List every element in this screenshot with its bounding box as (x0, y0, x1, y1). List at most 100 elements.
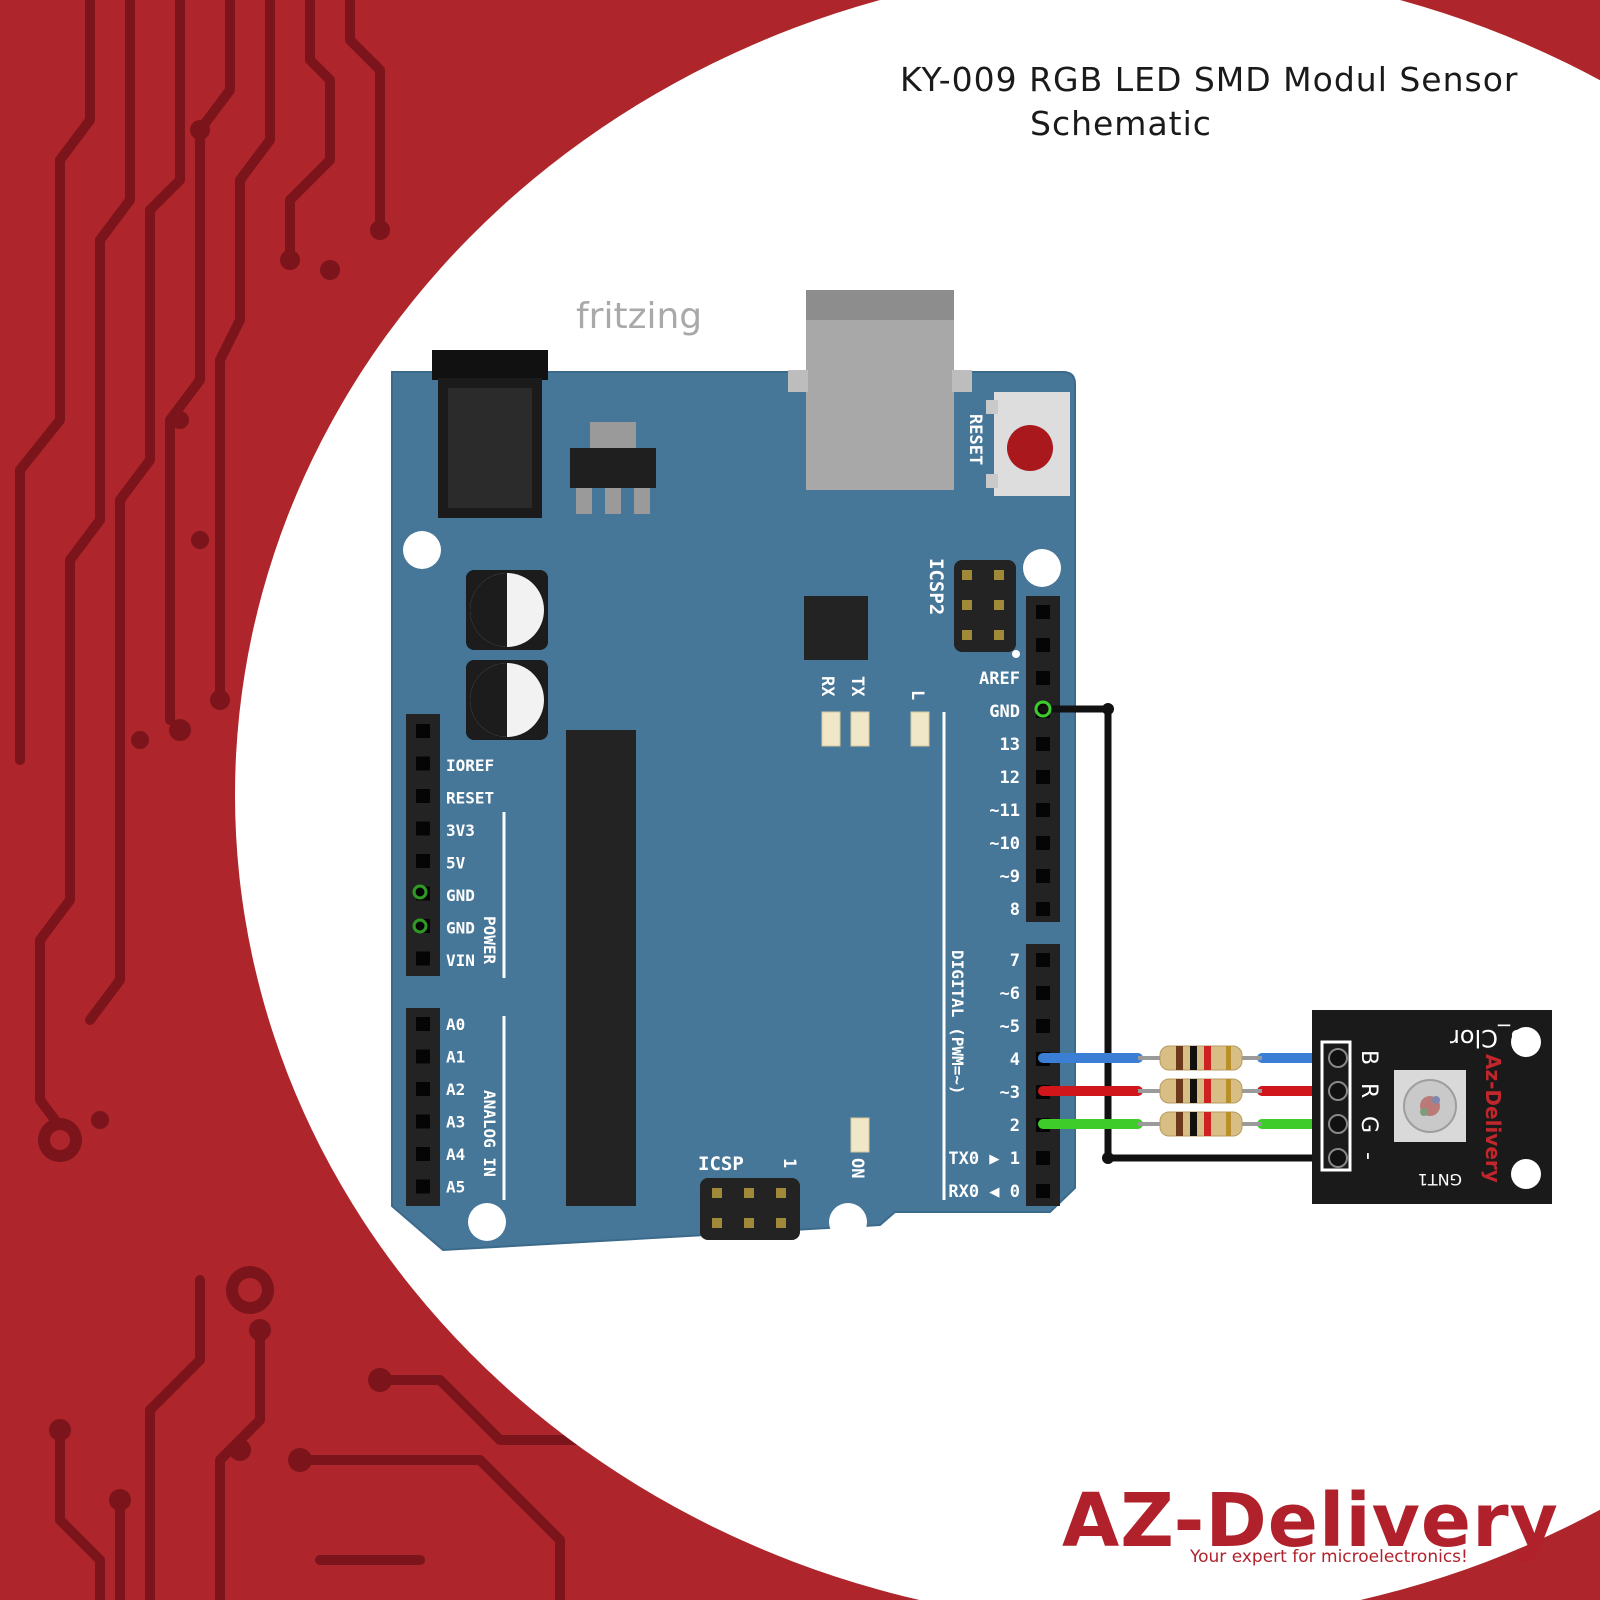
digital-pin-hole (1036, 902, 1050, 916)
usb-controller-chip (804, 596, 868, 660)
digital-pin-hole (1036, 770, 1050, 784)
dc-power-jack (432, 350, 548, 518)
digital-pin-label: GND (989, 702, 1020, 722)
digital-pin-hole (1036, 803, 1050, 817)
icsp2-label: ICSP2 (925, 558, 947, 615)
digital-pin-label: ~11 (989, 801, 1020, 821)
on-label: ON (847, 1158, 867, 1178)
power-pin-label: IOREF (446, 756, 494, 775)
analog-pin-label: A0 (446, 1015, 465, 1034)
resistor-blue (1138, 1045, 1262, 1071)
analog-pin-hole (416, 1179, 430, 1194)
analog-pin-label: A4 (446, 1145, 465, 1164)
digital-pin-label: ~9 (1000, 867, 1020, 887)
power-pin-label: 5V (446, 854, 466, 873)
power-pin-label: VIN (446, 951, 475, 970)
title-line-2: Schematic (1030, 104, 1212, 143)
digital-pin-label: ~10 (989, 834, 1020, 854)
silkscreen-lines (502, 712, 946, 1200)
atmega-chip (566, 730, 636, 1206)
digital-pin-hole (1036, 638, 1050, 652)
arduino-uno-board: RESET ICSP2 TX RX L ON ICSP 1 DIGITAL (P… (391, 290, 1076, 1252)
logo-wordmark: AZ-Delivery (1062, 1478, 1559, 1564)
analog-pin-hole (416, 1114, 430, 1129)
digital-pin-label: 4 (1010, 1050, 1020, 1070)
analog-pin-hole (416, 1147, 430, 1161)
pcb-traces (15, 0, 645, 1600)
wire-gnd (1039, 705, 1342, 1162)
pcb-pads (38, 120, 392, 1511)
power-pin-hole (416, 951, 430, 966)
digital-pin-hole (1036, 869, 1050, 883)
module-pin-r-label: R (1356, 1083, 1381, 1098)
module-id-label: GNT1 (1418, 1170, 1462, 1189)
digital-pin-label: ~6 (1000, 984, 1020, 1004)
digital-pin-hole (1036, 671, 1050, 685)
digital-pin-label: 8 (1010, 900, 1020, 920)
ky009-module: B R G - 3_Clor GNT1 Az-Delivery (1312, 1010, 1552, 1204)
resistor-red (1138, 1078, 1262, 1104)
power-pin-hole (416, 756, 430, 771)
digital-pin-label: 13 (1000, 735, 1020, 755)
module-pin-minus-label: - (1356, 1152, 1381, 1160)
reset-button[interactable] (986, 392, 1070, 496)
digital-pin-label: 12 (1000, 768, 1020, 788)
module-pin-b-label: B (1356, 1050, 1381, 1065)
analog-pin-hole (416, 1049, 430, 1064)
logo-tagline: Your expert for microelectronics! (1189, 1547, 1468, 1567)
power-pin-hole (416, 821, 430, 836)
power-label: POWER (480, 916, 499, 965)
analog-pin-label: A1 (446, 1048, 465, 1067)
mounting-holes (403, 531, 1061, 1241)
digital-pin-hole (1036, 737, 1050, 751)
digital-pin-label: RX0 ◀ 0 (948, 1182, 1020, 1202)
digital-header-bottom (1026, 944, 1060, 1206)
module-name-label: 3_Clor (1450, 1024, 1525, 1052)
usb-port (788, 290, 972, 490)
digital-pin-label: ~5 (1000, 1017, 1020, 1037)
title-line-1: KY-009 RGB LED SMD Modul Sensor (900, 60, 1519, 99)
module-hole-bottom (1511, 1159, 1541, 1189)
power-pin-label: 3V3 (446, 821, 475, 840)
power-pin-label: GND (446, 919, 475, 938)
icsp-header (700, 1178, 800, 1240)
az-delivery-logo: AZ-Delivery Your expert for microelectro… (1062, 1478, 1559, 1567)
analog-pin-label: A5 (446, 1178, 465, 1197)
analog-pin-hole (416, 1082, 430, 1096)
status-leds (821, 711, 930, 1153)
digital-pin-hole (1036, 953, 1050, 967)
digital-pin-hole (1036, 1019, 1050, 1033)
icsp-pin1-label: 1 (779, 1158, 799, 1168)
power-pin-label: RESET (446, 789, 494, 808)
digital-pin-label: 7 (1010, 951, 1020, 971)
page-title: KY-009 RGB LED SMD Modul Sensor Schemati… (900, 58, 1580, 146)
analog-label: ANALOG IN (480, 1090, 499, 1177)
analog-pin-label: A3 (446, 1113, 465, 1132)
icsp2-header (954, 560, 1020, 658)
digital-pin-hole (1036, 1184, 1050, 1198)
analog-pin-hole (416, 1017, 430, 1031)
resistor-green (1138, 1111, 1262, 1137)
analog-pin-label: A2 (446, 1080, 465, 1099)
capacitors (466, 570, 548, 740)
power-pin-hole (416, 854, 430, 868)
rgb-led (1394, 1070, 1466, 1142)
digital-pin-label: 2 (1010, 1116, 1020, 1136)
tx-label: TX (847, 676, 867, 697)
reset-label: RESET (965, 414, 985, 465)
icsp-label: ICSP (698, 1153, 744, 1175)
resistors (1138, 1045, 1262, 1137)
module-pin-g-label: G (1356, 1116, 1381, 1133)
fritzing-watermark: fritzing (576, 296, 702, 337)
digital-pin-hole (1036, 986, 1050, 1000)
power-pin-label: GND (446, 886, 475, 905)
digital-pin-label: AREF (979, 669, 1020, 689)
digital-pin-hole (1036, 836, 1050, 850)
digital-pin-hole (1036, 1151, 1050, 1165)
rx-label: RX (817, 676, 837, 697)
module-hole-top (1511, 1027, 1541, 1057)
power-header (406, 714, 440, 976)
l-label: L (907, 690, 927, 700)
